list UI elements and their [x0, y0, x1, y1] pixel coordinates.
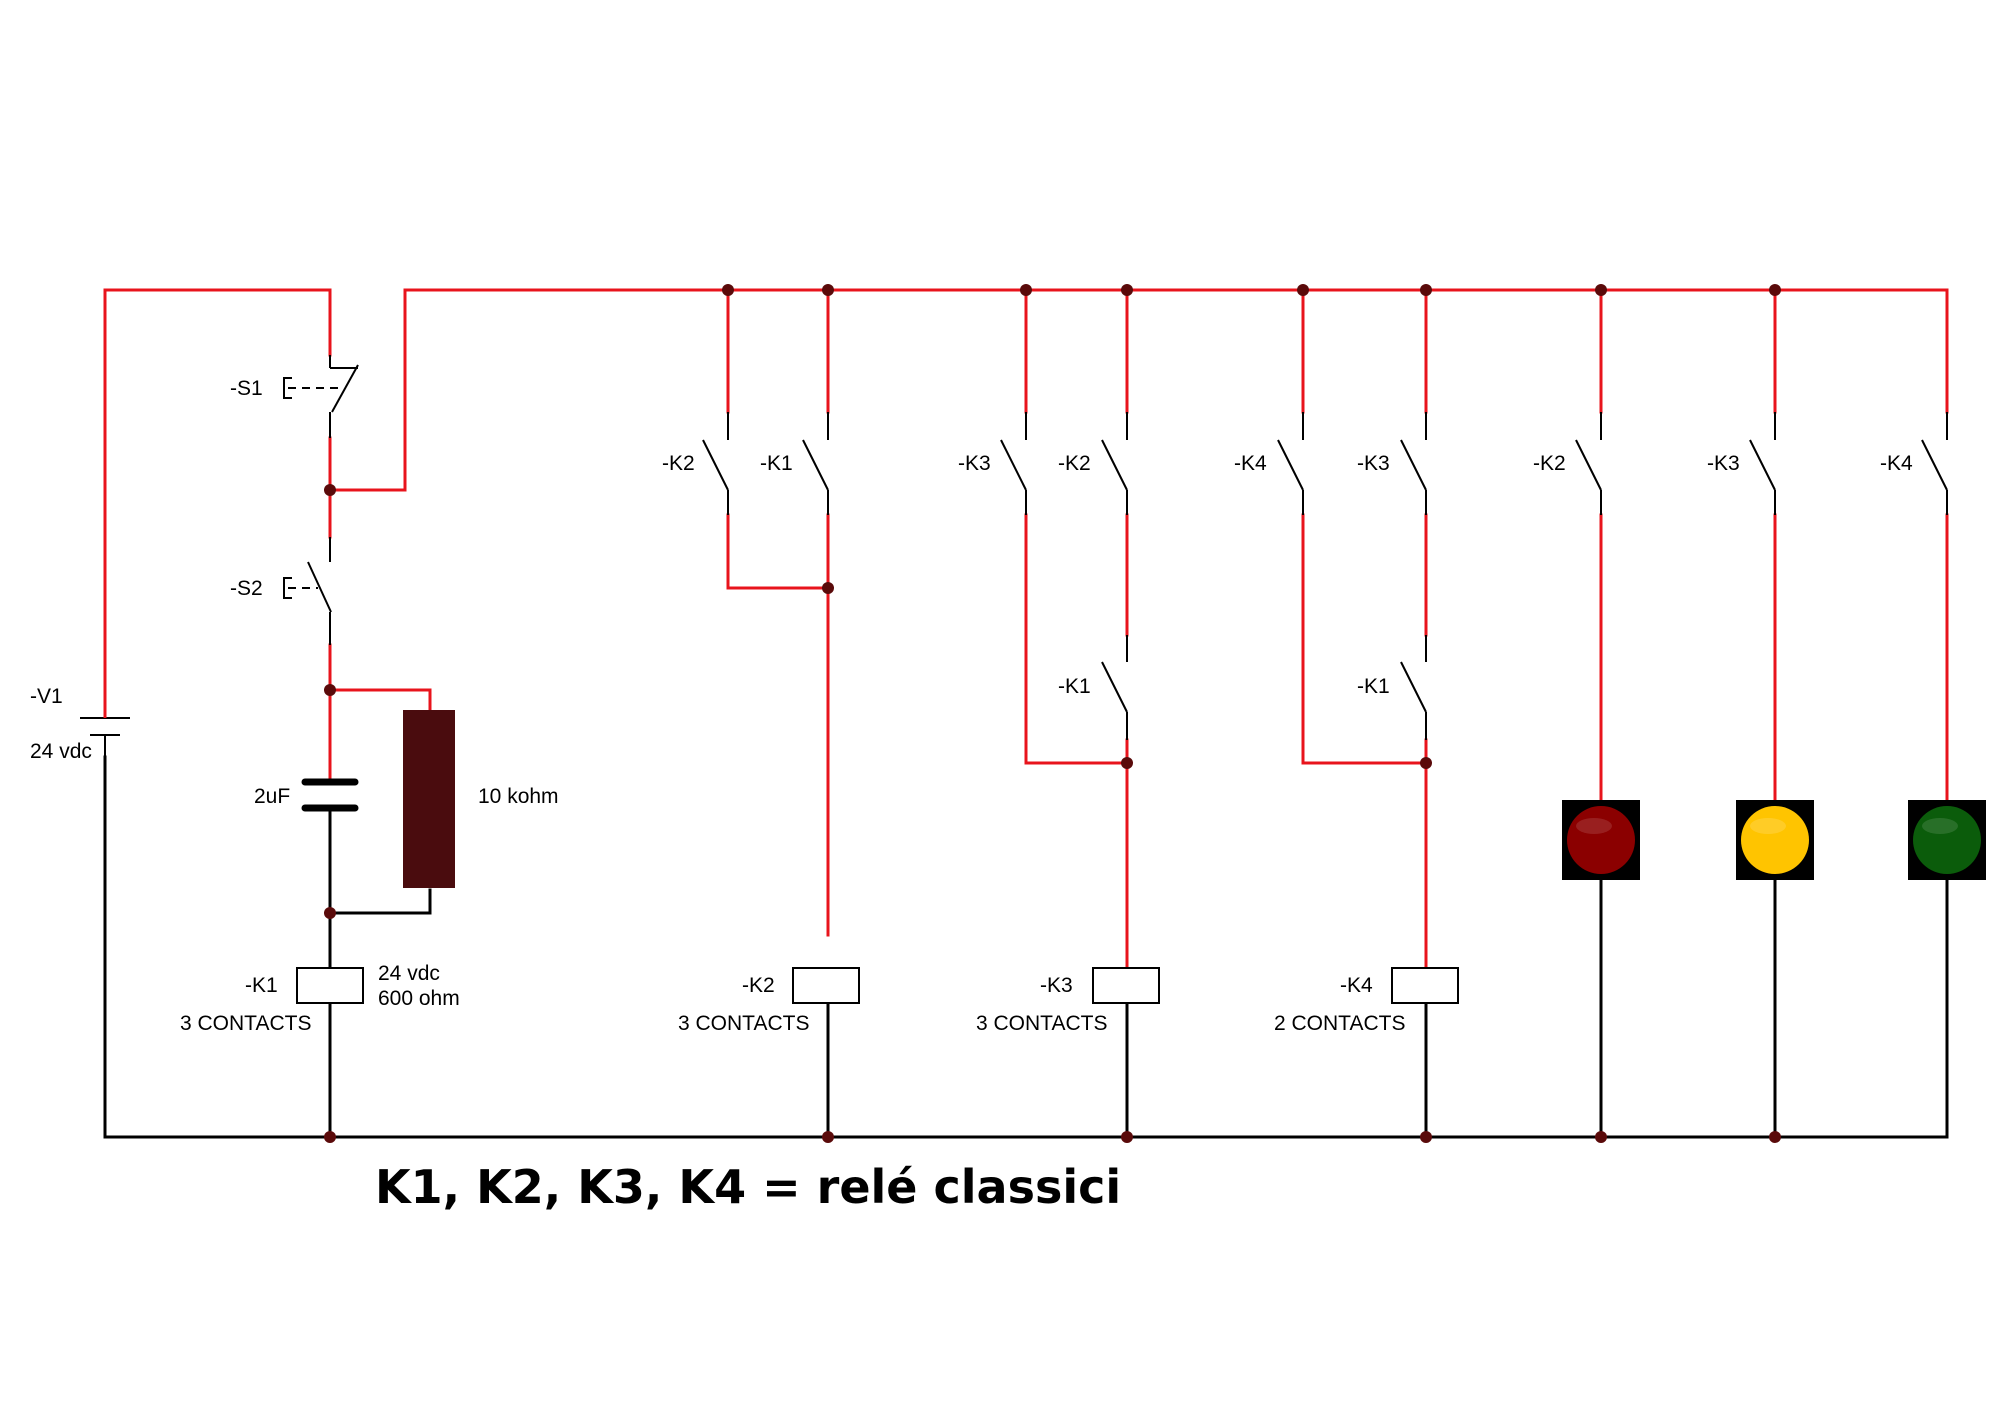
contact-10-label: -K3	[1707, 452, 1740, 475]
coil-k2-symbol	[792, 967, 860, 1004]
contact-2-label: -K1	[760, 452, 793, 475]
coil-k1-symbol	[296, 967, 364, 1004]
junction	[324, 907, 336, 919]
coil-k1-rating-resistance: 600 ohm	[378, 987, 460, 1010]
relay-contact-7: -K3	[1357, 412, 1427, 515]
coil-k2-contacts: 3 CONTACTS	[678, 1012, 809, 1035]
contact-9-label: -K2	[1533, 452, 1566, 475]
junction	[822, 1131, 834, 1143]
resistor-10kohm: 10 kohm	[403, 710, 559, 888]
contact-5-label: -K1	[1058, 675, 1091, 698]
junction	[1769, 284, 1781, 296]
junction	[324, 484, 336, 496]
junction	[722, 284, 734, 296]
junction	[1121, 1131, 1133, 1143]
junction	[1420, 1131, 1432, 1143]
contact-11-label: -K4	[1880, 452, 1913, 475]
junction	[1595, 1131, 1607, 1143]
relay-contact-2: -K1	[760, 412, 829, 515]
green-indicator-lamp-icon	[1908, 800, 1986, 880]
negative-wiring	[103, 755, 1949, 1139]
relay-contact-1: -K2	[662, 412, 729, 515]
junction	[822, 582, 834, 594]
coil-k3-symbol	[1092, 967, 1160, 1004]
coil-k3-name: -K3	[1040, 974, 1073, 997]
coil-k3-contacts: 3 CONTACTS	[976, 1012, 1107, 1035]
junction	[1121, 757, 1133, 769]
coil-k1-name: -K1	[245, 974, 278, 997]
resistor-label: 10 kohm	[478, 785, 559, 808]
coil-k1-contacts: 3 CONTACTS	[180, 1012, 311, 1035]
battery-voltage-label: 24 vdc	[30, 740, 92, 763]
red-indicator-lamp-icon	[1562, 800, 1640, 880]
battery-name-label: -V1	[30, 685, 63, 708]
contact-1-label: -K2	[662, 452, 695, 475]
relay-contact-11: -K4	[1880, 412, 1948, 515]
contact-7-label: -K3	[1357, 452, 1390, 475]
coil-k1-rating-voltage: 24 vdc	[378, 962, 440, 985]
relay-contact-9: -K2	[1533, 412, 1602, 515]
contact-3-label: -K3	[958, 452, 991, 475]
junction	[1420, 284, 1432, 296]
contact-4-label: -K2	[1058, 452, 1091, 475]
relay-contact-10: -K3	[1707, 412, 1776, 515]
lamp-yellow-lens	[1741, 806, 1809, 874]
contact-8-label: -K1	[1357, 675, 1390, 698]
junction	[1595, 284, 1607, 296]
relay-contact-8: -K1	[1357, 635, 1427, 740]
coil-k4-name: -K4	[1340, 974, 1373, 997]
relay-contact-4: -K2	[1058, 412, 1128, 515]
lamp-green-lens	[1913, 806, 1981, 874]
resistor-body	[403, 710, 455, 888]
junction	[1769, 1131, 1781, 1143]
pushbutton-s1: -S1	[230, 355, 359, 438]
s1-label: -S1	[230, 377, 263, 400]
relay-contact-6: -K4	[1234, 412, 1304, 515]
junction	[324, 1131, 336, 1143]
capacitor-label: 2uF	[254, 785, 290, 808]
s2-label: -S2	[230, 577, 263, 600]
capacitor-2uf: 2uF	[254, 778, 359, 913]
battery-v1: -V1 24 vdc	[30, 685, 130, 763]
coil-k4-contacts: 2 CONTACTS	[1274, 1012, 1405, 1035]
relay-coil-k1: -K1 24 vdc 600 ohm 3 CONTACTS	[180, 962, 460, 1035]
relay-coil-k2: -K2 3 CONTACTS	[678, 967, 860, 1035]
relay-coil-k3: -K3 3 CONTACTS	[976, 967, 1160, 1035]
positive-wiring	[103, 288, 1949, 970]
relay-contact-5: -K1	[1058, 635, 1128, 740]
relay-contact-3: -K3	[958, 412, 1027, 515]
contact-6-label: -K4	[1234, 452, 1267, 475]
pushbutton-s2: -S2	[230, 537, 332, 645]
coil-k2-name: -K2	[742, 974, 775, 997]
relay-coil-k4: -K4 2 CONTACTS	[1274, 967, 1459, 1035]
coil-k4-symbol	[1391, 967, 1459, 1004]
yellow-indicator-lamp-icon	[1736, 800, 1814, 880]
junction	[1420, 757, 1432, 769]
junction	[1020, 284, 1032, 296]
junction	[1121, 284, 1133, 296]
caption: K1, K2, K3, K4 = relé classici	[375, 1160, 1121, 1214]
junction	[1297, 284, 1309, 296]
lamp-red-lens	[1567, 806, 1635, 874]
junction	[324, 684, 336, 696]
junction	[822, 284, 834, 296]
junction-dots	[324, 284, 1781, 1143]
